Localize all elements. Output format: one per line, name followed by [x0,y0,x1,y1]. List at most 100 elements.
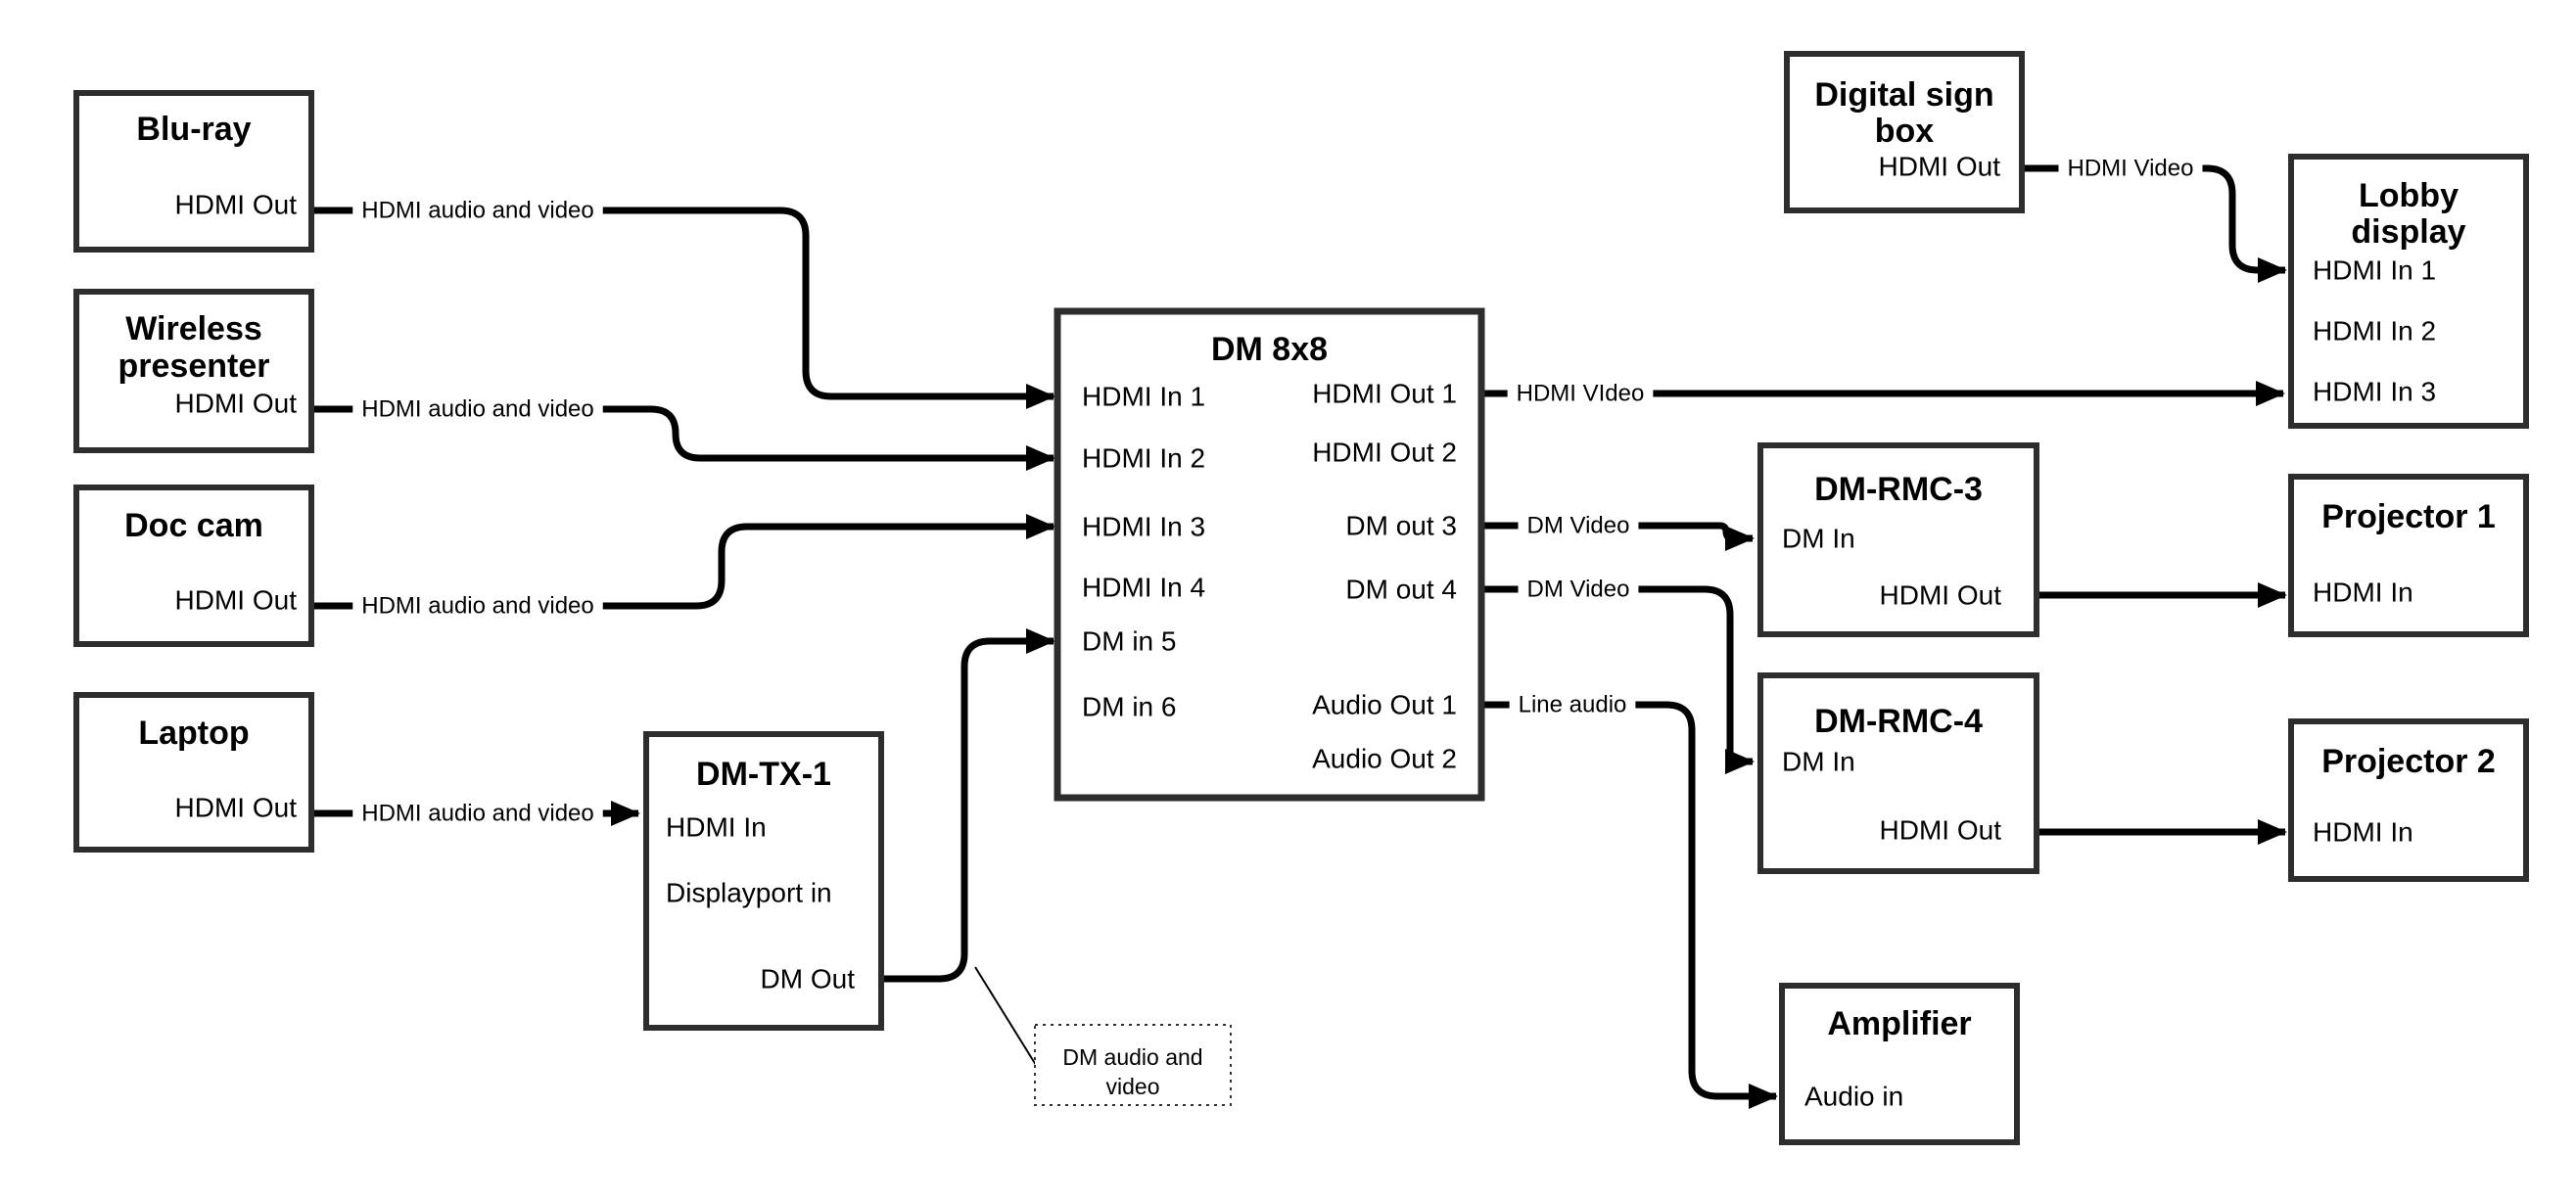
wire-audio-out-1-to-amplifier [1481,701,1778,1109]
node-lobby-display-port-hdmi-in-2: HDMI In 2 [2313,316,2436,346]
node-dm-rmc-4-port-dm-in: DM In [1782,747,1855,777]
node-dm-8x8-port-hdmi-in-3: HDMI In 3 [1082,512,1205,542]
node-amplifier-title: Amplifier [1827,1005,1971,1042]
node-dm-8x8-port-dm-in-5: DM in 5 [1082,626,1176,657]
wire-label-bg [2058,152,2203,185]
node-dm-8x8-port-hdmi-out-2: HDMI Out 2 [1312,438,1457,468]
node-projector-2-box [2288,718,2529,882]
annotation-text-line-0: DM audio and [1062,1044,1202,1070]
wire-dm-out-3-to-rmc3-label: DM Video [1527,513,1630,539]
node-dm-8x8-port-hdmi-in-1: HDMI In 1 [1082,382,1205,412]
wire-audio-out-1-to-amplifier-label: Line audio [1519,692,1627,718]
wire-wireless-to-hdmi-in-2-label: HDMI audio and video [361,396,593,423]
wire-label-bg [352,194,603,227]
node-laptop-port-hdmi-out: HDMI Out [175,793,298,823]
annotation-box [1034,1024,1232,1106]
wire-label-bg [1518,573,1639,606]
node-lobby-display-title-line-0: Lobby [2359,177,2459,214]
node-projector-1-box [2288,474,2529,637]
node-projector-2-title-line-0: Projector 2 [2321,743,2496,780]
node-laptop-title-line-0: Laptop [138,715,249,752]
wire-dm-out-4-to-rmc4-label: DM Video [1527,577,1630,603]
node-dm-8x8-title: DM 8x8 [1211,331,1328,368]
node-dm-rmc-4-box [1757,672,2039,874]
node-dm-tx-1-title: DM-TX-1 [696,756,831,793]
node-dm-8x8-port-hdmi-out-1: HDMI Out 1 [1312,379,1457,409]
node-bluray-title-line-0: Blu-ray [136,111,251,148]
wire-wireless-to-hdmi-in-2 [311,405,1055,471]
node-projector-2-title: Projector 2 [2321,743,2496,780]
wire-dm-out-3-to-rmc3 [1481,522,1755,551]
node-dm-rmc-3: DM-RMC-3 DM In HDMI Out [1757,442,2039,637]
node-digital-sign-box-title-line-1: box [1875,113,1935,150]
node-amplifier-box [1779,983,2020,1145]
node-dm-rmc-3-title: DM-RMC-3 [1814,471,1983,508]
annotation-leader-line [974,966,1037,1066]
annotation-dm-audio-video: DM audio and video [974,966,1232,1106]
node-dm-8x8-port-hdmi-in-2: HDMI In 2 [1082,443,1205,474]
wire-label-bg [352,393,603,426]
wire-label-bg [352,589,603,623]
node-bluray-port-hdmi-out: HDMI Out [175,190,298,220]
node-dm-rmc-4: DM-RMC-4 DM In HDMI Out [1757,672,2039,874]
wire-hdmi-out-1-to-lobby-label: HDMI VIdeo [1517,381,1645,407]
node-dm-rmc-4-title: DM-RMC-4 [1814,703,1983,740]
wire-digital-sign-to-lobby-label: HDMI Video [2068,156,2194,182]
node-doc-cam-box [73,485,314,647]
node-bluray-box [73,90,314,253]
wire-doccam-to-hdmi-in-3 [311,514,1055,610]
node-dm-8x8-port-dm-out-4: DM out 4 [1345,575,1457,605]
node-dm-8x8-port-audio-out-1: Audio Out 1 [1312,690,1457,720]
node-dm-8x8-box [1054,307,1485,802]
node-projector-1-title-line-0: Projector 1 [2321,498,2496,535]
wire-label-bg [1518,509,1639,542]
wire-label-bg [1507,377,1654,410]
node-dm-8x8-port-audio-out-2: Audio Out 2 [1312,744,1457,774]
wire-dm-out-4-to-rmc4 [1481,585,1755,774]
node-dm-rmc-4-port-hdmi-out: HDMI Out [1880,815,2002,846]
wire-label-bg [352,797,603,830]
node-dm-8x8-port-dm-in-6: DM in 6 [1082,692,1176,722]
node-doc-cam-title-line-0: Doc cam [124,507,263,544]
node-dm-rmc-3-port-dm-in: DM In [1782,524,1855,554]
node-projector-1-title: Projector 1 [2321,498,2496,535]
wire-laptop-to-dmtx1-label: HDMI audio and video [361,801,593,827]
node-dm-tx-1-port-dm-out: DM Out [761,964,856,994]
node-lobby-display-box [2288,154,2529,429]
wire-label-bg [1509,688,1636,721]
node-wireless-presenter-port-hdmi-out: HDMI Out [175,389,298,419]
node-dm-tx-1-port-hdmi-in: HDMI In [666,812,767,843]
node-doc-cam-title: Doc cam [124,507,263,544]
wire-doccam-to-hdmi-in-3-label: HDMI audio and video [361,593,593,620]
wire-bluray-to-hdmi-in-1-label: HDMI audio and video [361,198,593,224]
annotation-text-line-1: video [1106,1074,1160,1099]
node-dm-8x8-port-dm-out-3: DM out 3 [1345,511,1457,541]
wire-digital-sign-to-lobby [2022,164,2287,283]
node-dm-8x8-port-hdmi-in-4: HDMI In 4 [1082,573,1205,603]
node-wireless-presenter-title-line-1: presenter [118,347,270,385]
node-amplifier-title-line-0: Amplifier [1827,1005,1971,1042]
node-dm-rmc-3-title-line-0: DM-RMC-3 [1814,471,1983,508]
node-lobby-display-port-hdmi-in-3: HDMI In 3 [2313,377,2436,407]
node-dm-rmc-3-port-hdmi-out: HDMI Out [1880,580,2002,611]
node-wireless-presenter-box [73,289,314,453]
node-lobby-display-title-line-1: display [2351,213,2465,251]
node-dm-rmc-3-box [1757,442,2039,637]
node-digital-sign-box-port-hdmi-out: HDMI Out [1879,152,2001,182]
node-doc-cam-port-hdmi-out: HDMI Out [175,585,298,616]
node-laptop-title: Laptop [138,715,249,752]
